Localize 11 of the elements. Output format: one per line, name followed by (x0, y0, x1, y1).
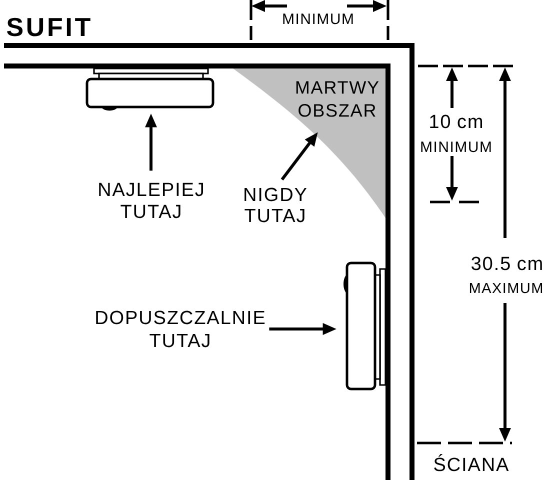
dimension-label: MAXIMUM (470, 283, 542, 294)
dimension-label: MINIMUM (283, 14, 353, 24)
dimension-label: 10 cm (430, 114, 482, 128)
surface-label: ŚCIANA (434, 454, 509, 472)
surface-label: SUFIT (6, 18, 90, 36)
dimension-label: MINIMUM (421, 142, 491, 152)
dimension-label: 30.5 cm (472, 256, 542, 270)
smoke-detector (344, 262, 386, 390)
callout-label: NAJLEPIEJ TUTAJ (99, 182, 203, 218)
smoke-detector (86, 68, 214, 111)
callout-label: DOPUSZCZALNIE TUTAJ (96, 310, 265, 348)
